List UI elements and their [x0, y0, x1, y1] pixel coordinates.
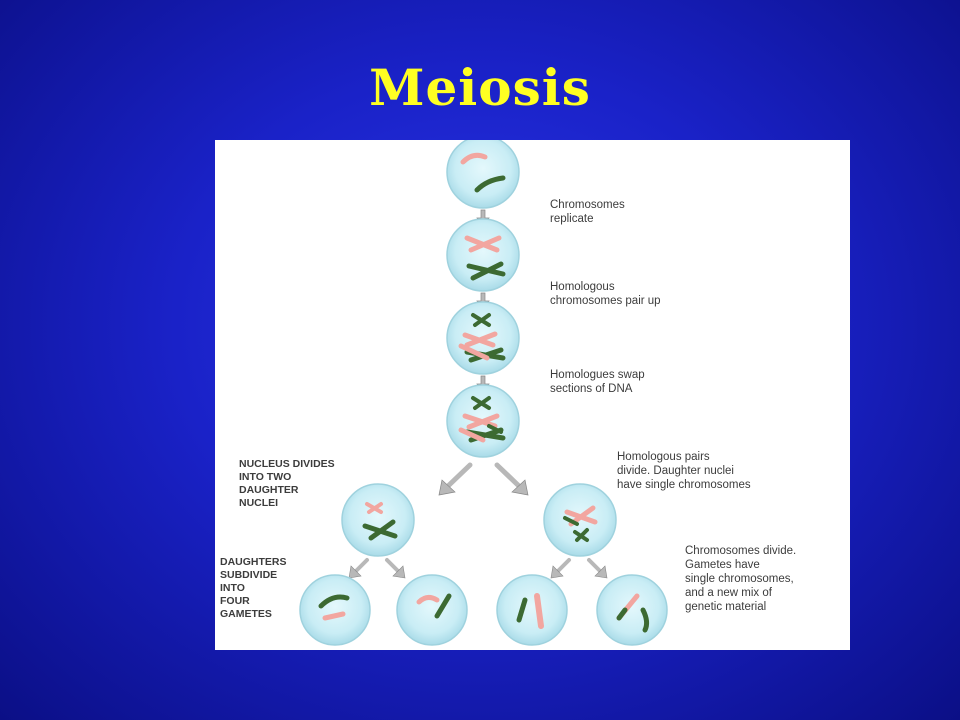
- diagonal-arrow-level2-d: [587, 558, 608, 579]
- gamete-1: [299, 574, 371, 646]
- cell-5: [341, 483, 415, 557]
- diagonal-arrow-right-1: [494, 462, 529, 496]
- step-label-chromosomes-divide: Chromosomes divide. Gametes have single …: [685, 545, 797, 613]
- cell-3: [446, 301, 520, 375]
- step-label-pair-up: Homologous chromosomes pair up: [550, 281, 661, 307]
- note-nucleus-divides: NUCLEUS DIVIDES INTO TWO DAUGHTER NUCLEI: [239, 458, 335, 509]
- diagonal-arrow-left-1: [438, 462, 473, 496]
- slide-title: Meiosis: [369, 58, 591, 117]
- note-daughters-subdivide: DAUGHTERS SUBDIVIDE INTO FOUR GAMETES: [220, 556, 287, 620]
- step-label-replicate: Chromosomes replicate: [550, 199, 625, 225]
- diagram-graphics: [299, 140, 668, 646]
- step-label-swap: Homologues swap sections of DNA: [550, 369, 645, 395]
- step-label-homologous-divide: Homologous pairs divide. Daughter nuclei…: [617, 451, 751, 491]
- gamete-2: [396, 574, 468, 646]
- cell-4: [446, 384, 520, 458]
- gamete-3: [496, 574, 568, 646]
- diagonal-arrow-level2-b: [385, 558, 406, 579]
- gamete-4: [596, 574, 668, 646]
- cell-2: [446, 218, 520, 292]
- diagonal-arrow-level2-a: [348, 558, 369, 579]
- meiosis-diagram: Chromosomes replicate Homologous chromos…: [215, 140, 850, 650]
- cell-1: [446, 140, 520, 209]
- cell-6: [543, 483, 617, 557]
- diagonal-arrow-level2-c: [550, 558, 571, 579]
